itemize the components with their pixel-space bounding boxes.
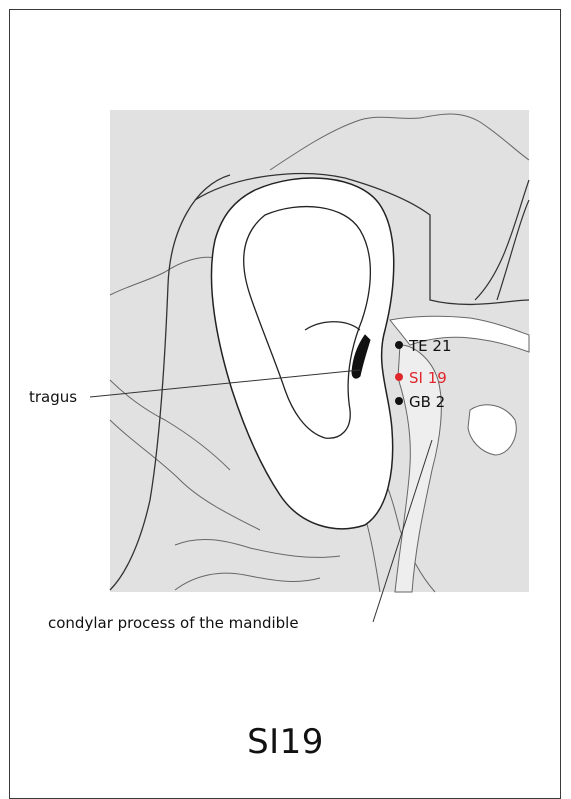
point-gb2-label: GB 2 — [409, 393, 445, 411]
page-title: SI19 — [0, 722, 571, 762]
point-si19-label: SI 19 — [409, 369, 447, 387]
point-si19-marker — [395, 373, 403, 381]
condyle-label: condylar process of the mandible — [48, 614, 299, 632]
tragus-label: tragus — [29, 388, 77, 406]
point-te21-marker — [395, 341, 403, 349]
point-te21-label: TE 21 — [408, 337, 452, 355]
point-gb2-marker — [395, 397, 403, 405]
